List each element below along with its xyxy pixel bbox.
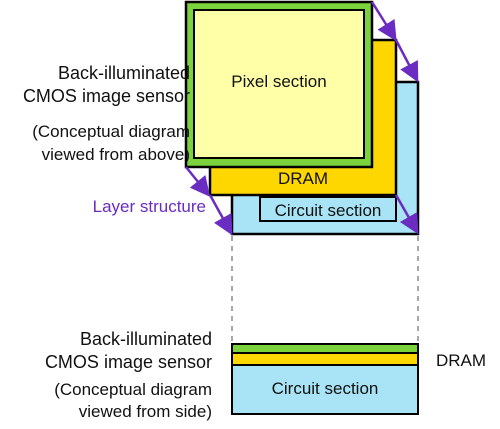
projection-dashed-lines	[231, 236, 419, 342]
dram-label-side: DRAM	[436, 351, 486, 370]
circuit-section-box-top	[259, 196, 397, 222]
layer-arrows-right	[370, 1, 419, 235]
note-top-line2: viewed from above)	[42, 145, 190, 164]
pixel-layer-top	[184, 0, 374, 169]
layer-structure-label: Layer structure	[93, 197, 206, 216]
dram-label-top: DRAM	[278, 169, 328, 188]
sensor-title-top-line1: Back-illuminated	[58, 63, 190, 83]
note-side-line1: (Conceptual diagram	[54, 380, 212, 399]
side-pixel-layer	[231, 343, 419, 354]
note-top-line1: (Conceptual diagram	[32, 122, 190, 141]
circuit-section-label-side: Circuit section	[272, 379, 379, 398]
side-circuit-layer	[231, 364, 419, 415]
sensor-title-side-line1: Back-illuminated	[80, 329, 212, 349]
sensor-title-top-line2: CMOS image sensor	[23, 86, 190, 106]
side-dram-layer	[231, 352, 419, 366]
side-view-stack	[231, 343, 419, 415]
layer-arrows-left	[185, 166, 233, 236]
circuit-section-label-top: Circuit section	[275, 201, 382, 220]
pixel-section-label: Pixel section	[231, 72, 326, 91]
sensor-title-side-line2: CMOS image sensor	[45, 352, 212, 372]
note-side-line2: viewed from side)	[79, 402, 212, 421]
